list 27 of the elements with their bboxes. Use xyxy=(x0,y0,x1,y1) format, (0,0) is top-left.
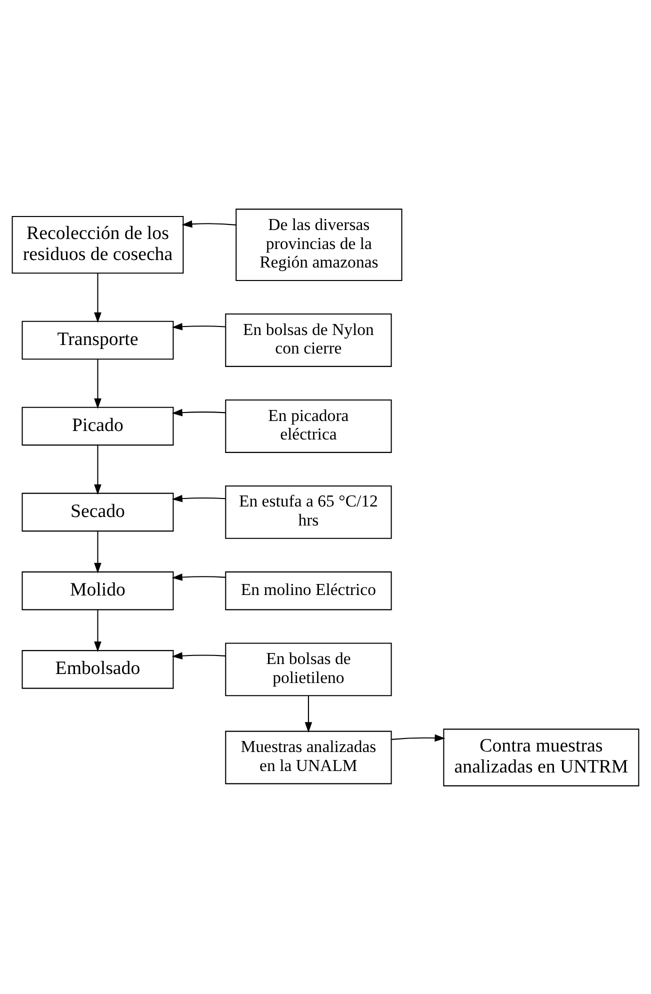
arrow xyxy=(94,359,102,408)
node-box: En bolsas de Nylon con cierre xyxy=(225,313,392,366)
arrow xyxy=(392,734,446,742)
node-box: De las diversas provincias de la Región amazonas xyxy=(236,208,402,280)
arrow xyxy=(172,322,226,330)
node-box: Transporte xyxy=(22,320,174,360)
node-box: En bolsas de polietileno xyxy=(225,642,392,696)
arrow xyxy=(94,272,102,322)
node-box: Recolección de los residuos de cosecha xyxy=(12,216,184,274)
arrow xyxy=(172,652,226,659)
node-box: En picadora eléctrica xyxy=(225,398,392,452)
arrow xyxy=(182,220,236,228)
node-box: En molino Eléctrico xyxy=(225,570,392,610)
arrow xyxy=(172,573,226,580)
node-box: Contra muestras analizadas en UNTRM xyxy=(443,728,640,786)
arrow xyxy=(304,695,312,732)
node-box: Embolsado xyxy=(22,650,174,688)
arrow xyxy=(172,494,226,502)
arrow xyxy=(172,408,226,416)
node-box: Muestras analizadas en la UNALM xyxy=(225,730,392,784)
node-box: Molido xyxy=(22,570,174,610)
arrow xyxy=(94,610,102,652)
arrow xyxy=(94,444,102,494)
node-box: En estufa a 65 °C/12 hrs xyxy=(225,484,392,538)
node-box: Picado xyxy=(22,406,174,446)
arrow xyxy=(94,530,102,573)
node-box: Secado xyxy=(22,492,174,532)
